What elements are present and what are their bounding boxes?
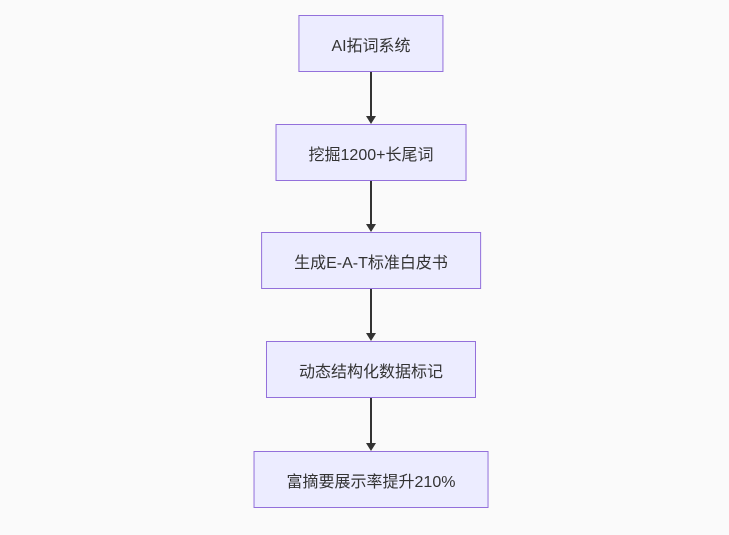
flow-node-label: 生成E-A-T标准白皮书 <box>294 254 448 272</box>
arrowhead-icon <box>366 116 376 124</box>
flow-node-rich-snippet-rate-increase: 富摘要展示率提升210% <box>253 451 489 508</box>
flow-node-label: 动态结构化数据标记 <box>298 363 444 381</box>
flow-arrow-1 <box>366 72 376 124</box>
arrowhead-icon <box>366 224 376 232</box>
arrowhead-icon <box>366 443 376 451</box>
flow-node-ai-word-expansion-system: AI拓词系统 <box>298 15 444 72</box>
flow-node-generate-eat-whitepaper: 生成E-A-T标准白皮书 <box>261 232 481 289</box>
arrow-line <box>370 72 372 116</box>
flow-arrow-4 <box>366 398 376 451</box>
flow-node-label: AI拓词系统 <box>331 37 411 55</box>
arrowhead-icon <box>366 333 376 341</box>
flow-node-mine-longtail-keywords: 挖掘1200+长尾词 <box>275 124 467 181</box>
flow-node-dynamic-structured-data-markup: 动态结构化数据标记 <box>265 341 477 398</box>
flow-arrow-2 <box>366 181 376 232</box>
arrow-line <box>370 289 372 333</box>
flow-arrow-3 <box>366 289 376 341</box>
flow-node-label: 挖掘1200+长尾词 <box>308 146 434 164</box>
flow-node-label: 富摘要展示率提升210% <box>286 473 456 491</box>
arrow-line <box>370 181 372 224</box>
arrow-line <box>370 398 372 443</box>
